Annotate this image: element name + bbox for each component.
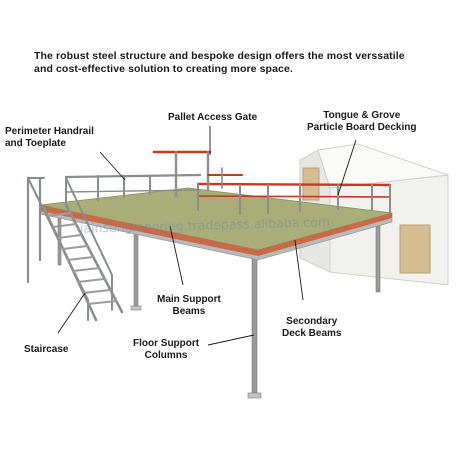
label-line: and Toeplate bbox=[5, 137, 66, 149]
label-line: Main Support bbox=[157, 294, 221, 305]
label-line: Tongue & Grove bbox=[323, 110, 401, 121]
stair-tread bbox=[72, 267, 100, 272]
office-building bbox=[299, 143, 449, 286]
intro-text: The robust steel structure and bespoke d… bbox=[34, 50, 470, 76]
staircase bbox=[26, 176, 124, 322]
label-floor-support-columns: Floor Support Columns bbox=[133, 338, 199, 361]
handrail-right-top bbox=[196, 182, 392, 187]
stair-handrail bbox=[27, 177, 89, 301]
toeplate-front bbox=[40, 205, 258, 256]
stair-tread bbox=[87, 300, 117, 305]
label-secondary-deck-beams: Secondary Deck Beams bbox=[282, 316, 341, 339]
column-baseplate bbox=[130, 305, 142, 311]
label-line: Secondary bbox=[286, 316, 338, 327]
label-line: Beams bbox=[172, 305, 206, 317]
label-line: Floor Support bbox=[133, 338, 200, 349]
leader-tongue-groove bbox=[337, 139, 357, 196]
leader-secondary bbox=[294, 239, 304, 301]
label-staircase: Staircase bbox=[24, 344, 68, 356]
deck bbox=[39, 187, 393, 256]
label-pallet-access-gate: Pallet Access Gate bbox=[168, 112, 257, 124]
leader-perimeter bbox=[99, 151, 126, 181]
stair-tread bbox=[77, 278, 105, 283]
intro-line-2: and cost-effective solution to creating … bbox=[34, 63, 293, 75]
perimeter-handrail bbox=[64, 173, 392, 215]
stair-tread bbox=[52, 223, 77, 228]
leader-main-beams bbox=[169, 225, 184, 286]
label-main-support-beams: Main Support Beams bbox=[157, 294, 221, 317]
stair-tread bbox=[67, 256, 94, 261]
leader-columns bbox=[207, 334, 255, 346]
stair-tread bbox=[57, 234, 82, 239]
label-line: Pallet Access Gate bbox=[168, 112, 258, 123]
label-tongue-groove-decking: Tongue & Grove Particle Board Decking bbox=[307, 110, 416, 133]
label-line: Particle Board Decking bbox=[307, 121, 417, 133]
label-line: Staircase bbox=[24, 344, 69, 355]
column bbox=[251, 249, 258, 396]
stair-tread bbox=[82, 289, 111, 294]
handrail-left-top bbox=[64, 173, 202, 179]
intro-line-1: The robust steel structure and bespoke d… bbox=[34, 50, 405, 62]
label-line: Deck Beams bbox=[282, 327, 342, 339]
label-line: Perimeter Handrail bbox=[5, 126, 94, 137]
handrail-right-mid bbox=[197, 195, 391, 198]
stair-handrail bbox=[65, 177, 113, 276]
handrail-left-mid bbox=[65, 189, 201, 193]
office-door bbox=[399, 224, 431, 274]
pallet-access-gate bbox=[152, 150, 243, 198]
leader-lines bbox=[57, 126, 357, 346]
label-line: Columns bbox=[144, 349, 188, 361]
stair-tread bbox=[62, 245, 88, 250]
column-baseplate bbox=[247, 392, 262, 399]
column bbox=[375, 221, 381, 293]
toeplate-side bbox=[258, 213, 392, 256]
label-perimeter-handrail: Perimeter Handrail and Toeplate bbox=[5, 126, 94, 149]
stair-tread bbox=[47, 212, 71, 217]
leader-staircase bbox=[57, 292, 86, 334]
column bbox=[133, 224, 139, 309]
